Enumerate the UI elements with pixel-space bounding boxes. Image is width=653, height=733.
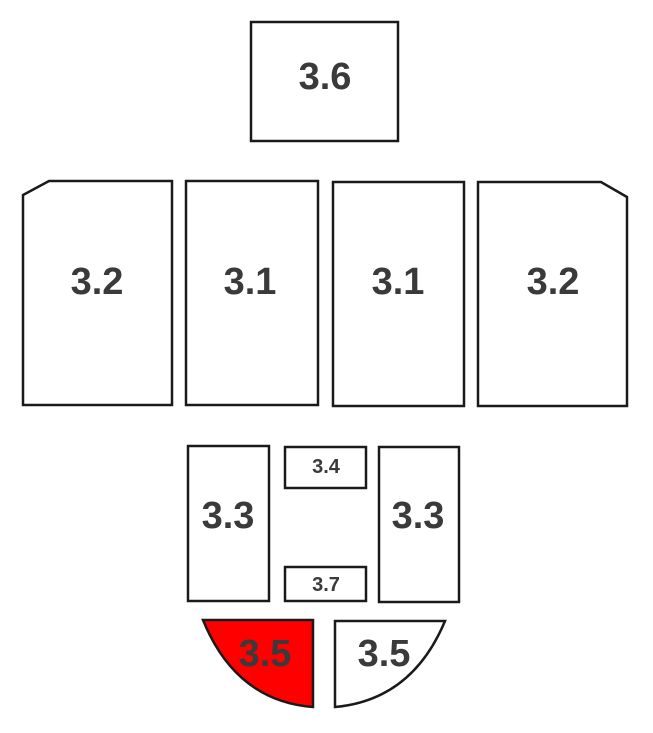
part-3-1-left[interactable]: 3.1 [184,179,320,407]
part-3-7[interactable]: 3.7 [283,565,368,603]
part-3-2-left[interactable]: 3.2 [21,179,174,407]
part-3-3-right[interactable]: 3.3 [377,445,461,604]
part-3-4[interactable]: 3.4 [283,445,368,490]
part-3-4-label: 3.4 [312,456,341,478]
part-3-2-right[interactable]: 3.2 [476,180,629,408]
part-3-5-right-label: 3.5 [358,633,411,675]
part-3-2-left-label: 3.2 [71,261,124,303]
part-3-3-left[interactable]: 3.3 [186,444,271,603]
part-3-1-left-label: 3.1 [224,261,277,303]
part-3-3-right-label: 3.3 [392,495,445,537]
part-3-1-right-label: 3.1 [372,261,425,303]
part-3-5-right[interactable]: 3.5 [333,619,447,709]
part-3-3-left-label: 3.3 [202,495,255,537]
part-3-2-right-label: 3.2 [527,261,580,303]
part-3-5-left[interactable]: 3.5 [201,618,315,709]
part-3-1-right[interactable]: 3.1 [331,180,466,408]
part-3-5-left-label: 3.5 [239,633,292,675]
part-3-6-label: 3.6 [299,56,352,98]
part-3-7-label: 3.7 [312,574,340,596]
part-3-6[interactable]: 3.6 [249,20,400,143]
